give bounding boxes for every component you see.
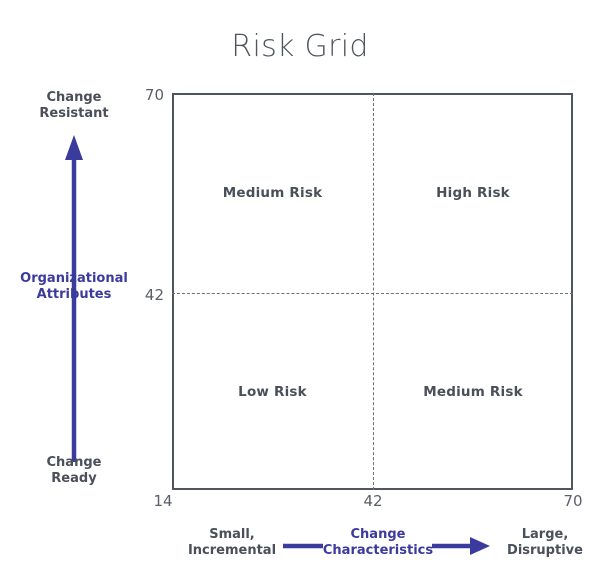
quadrant-label-bottom-left: Low Risk <box>238 384 307 400</box>
quadrant-label-top-right: High Risk <box>436 185 510 201</box>
vertical-divider-dashed <box>373 93 374 490</box>
quadrant-label-top-left: Medium Risk <box>222 185 323 201</box>
page-title: Risk Grid <box>231 29 369 64</box>
y-axis-title: Organizational Attributes <box>20 271 128 303</box>
y-axis-tick-70: 70 <box>144 86 164 104</box>
x-axis-tick-42: 42 <box>363 492 383 510</box>
x-axis-line-segment-icon <box>283 543 323 549</box>
y-axis-low-caption: Change Ready <box>46 455 102 487</box>
y-axis-tick-42: 42 <box>144 286 164 304</box>
x-axis-tick-70: 70 <box>563 492 583 510</box>
x-axis-right-arrow-icon <box>432 537 490 555</box>
x-axis-low-caption: Small, Incremental <box>187 527 277 559</box>
plot-area <box>172 93 573 490</box>
y-axis-up-arrow-icon <box>65 135 83 462</box>
x-axis-tick-14: 14 <box>153 492 173 510</box>
quadrant-label-bottom-right: Medium Risk <box>423 384 523 400</box>
y-axis-high-caption: Change Resistant <box>39 90 109 122</box>
x-axis-high-caption: Large, Disruptive <box>507 527 583 559</box>
x-axis-title: Change Characteristics <box>322 527 434 559</box>
horizontal-divider-dashed <box>172 293 573 294</box>
